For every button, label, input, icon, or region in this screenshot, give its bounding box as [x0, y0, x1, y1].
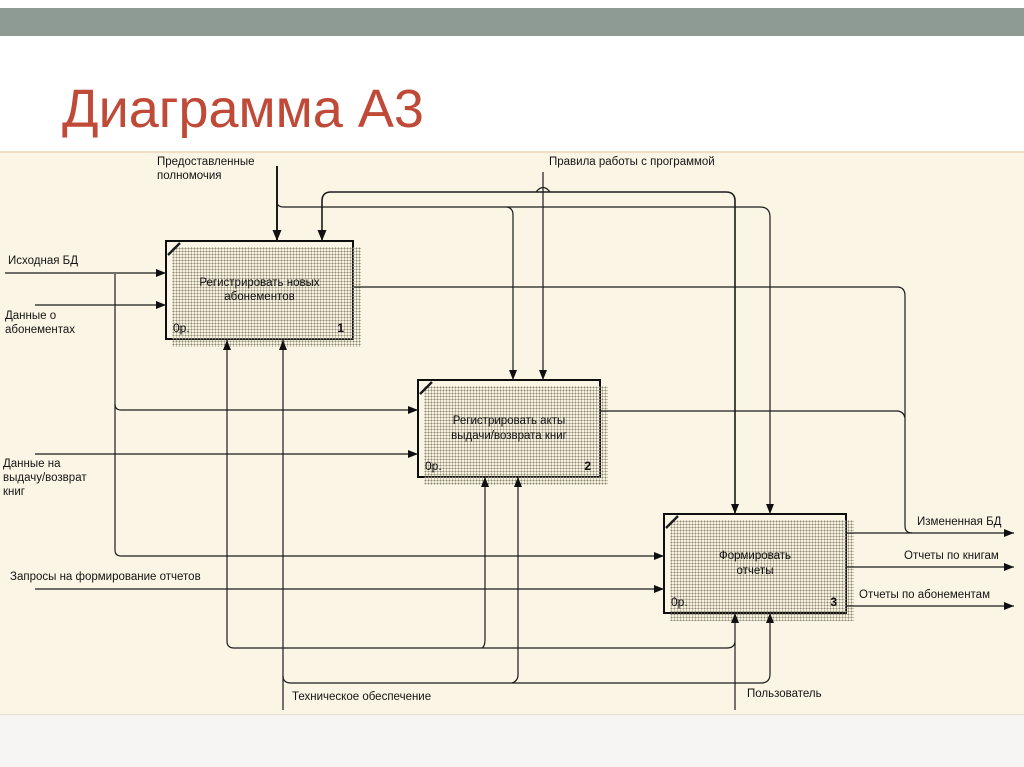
activity-box-2-cost: 0р. — [425, 459, 442, 473]
top-strip — [0, 0, 1024, 8]
label-source-db: Исходная БД — [8, 255, 78, 267]
activity-box-1-title: Регистрировать новых абонементов — [199, 276, 320, 303]
label-subscription-data: Данные о абонементах — [5, 310, 76, 336]
activity-box-3-number: 3 — [830, 595, 837, 609]
activity-box-2: Регистрировать акты выдачи/возврата книг… — [417, 379, 608, 485]
label-issue-return-data: Данные на выдачу/возврат книг — [3, 458, 87, 498]
slide-title: Диаграмма А3 — [62, 79, 424, 139]
activity-box-1-cost: 0р. — [173, 321, 190, 335]
activity-box-1-number: 1 — [337, 321, 344, 335]
activity-box-3-cost: 0р. — [671, 595, 688, 609]
activity-box-1: Регистрировать новых абонементов 0р. 1 — [165, 240, 361, 347]
bottom-strip — [0, 715, 1024, 767]
activity-box-2-number: 2 — [584, 459, 591, 473]
title-area: Диаграмма А3 — [0, 36, 1024, 151]
label-granted-authority: Предоставленные полномочия — [157, 156, 255, 182]
header-accent-bar — [0, 8, 1024, 36]
activity-box-3-title: Формировать отчеты — [718, 550, 792, 577]
activity-box-2-title: Регистрировать акты выдачи/возврата книг — [451, 415, 567, 442]
label-report-requests: Запросы на формирование отчетов — [10, 571, 201, 583]
label-changed-db: Измененная БД — [917, 516, 1002, 528]
label-technical-support: Техническое обеспечение — [292, 691, 432, 703]
label-book-reports: Отчеты по книгам — [904, 550, 999, 562]
label-program-rules: Правила работы с программой — [549, 156, 715, 168]
label-subscription-reports: Отчеты по абонементам — [859, 589, 990, 601]
activity-box-3: Формировать отчеты 0р. 3 — [663, 513, 854, 621]
label-user: Пользователь — [747, 688, 822, 700]
